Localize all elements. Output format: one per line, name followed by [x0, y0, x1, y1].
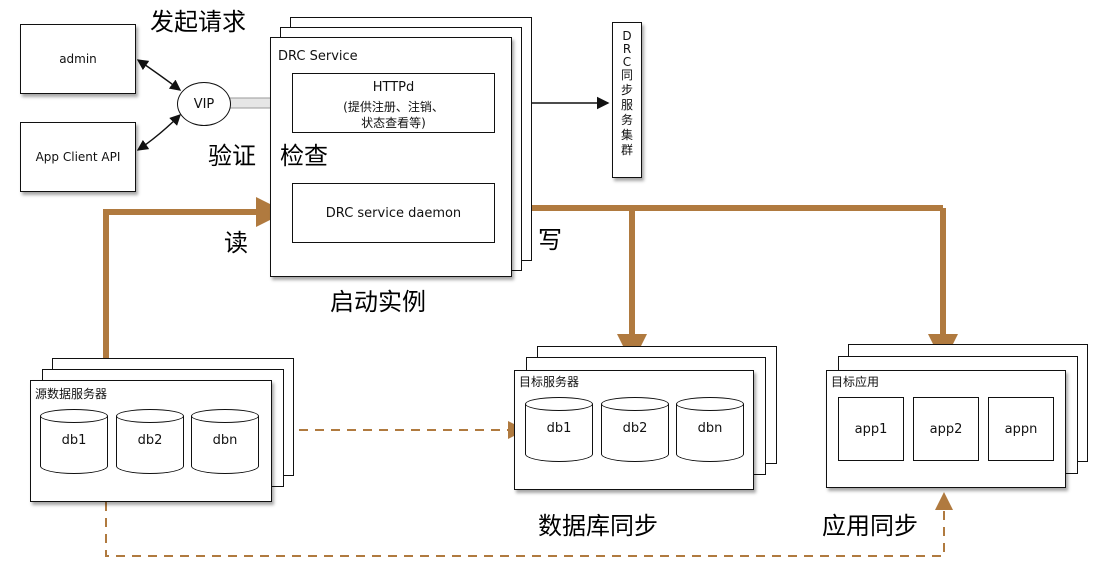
app-client-api-node: App Client API — [20, 122, 136, 192]
admin-label: admin — [59, 52, 97, 66]
httpd-title: HTTPd — [372, 80, 415, 95]
app-1: app1 — [838, 397, 904, 461]
source-db-2: db2 — [116, 409, 184, 475]
target-db-n-label: dbn — [697, 421, 723, 436]
source-server-title: 源数据服务器 — [35, 387, 108, 401]
target-app-title: 目标应用 — [831, 375, 880, 389]
app-n-label: appn — [1004, 421, 1038, 437]
target-db-2-label: db2 — [622, 421, 648, 436]
drc-cluster-char: 服 — [620, 98, 633, 112]
vip-label: VIP — [193, 96, 215, 112]
drc-cluster-char: 集 — [620, 128, 633, 142]
verify-label: 验证 — [208, 142, 256, 170]
app-sync-flow — [105, 492, 953, 557]
api-vip-link — [136, 114, 181, 151]
app-sync-label: 应用同步 — [822, 512, 918, 540]
httpd-node: HTTPd (提供注册、注销、 状态查看等) — [292, 73, 495, 133]
drc-cluster-char: 务 — [620, 113, 633, 127]
target-server-title: 目标服务器 — [519, 375, 580, 389]
drc-cluster-char: C — [622, 55, 632, 69]
db-sync-label: 数据库同步 — [538, 512, 658, 540]
target-db-1-label: db1 — [546, 421, 572, 436]
source-db-2-label: db2 — [137, 433, 163, 448]
daemon-node: DRC service daemon — [292, 183, 495, 243]
app-2-label: app2 — [929, 421, 963, 437]
source-db-n-label: dbn — [212, 433, 238, 448]
start-instance-label: 启动实例 — [330, 288, 426, 316]
daemon-label: DRC service daemon — [325, 205, 462, 221]
target-db-2: db2 — [601, 397, 669, 463]
target-db-1: db1 — [525, 397, 593, 463]
drc-cluster-char: 同 — [620, 68, 633, 82]
read-label: 读 — [224, 229, 248, 257]
admin-node: admin — [20, 24, 136, 94]
app-n: appn — [988, 397, 1054, 461]
drc-cluster-char: D — [622, 29, 632, 43]
app-1-label: app1 — [854, 421, 888, 437]
target-db-n: dbn — [676, 397, 744, 463]
httpd-desc-line2: 状态查看等) — [361, 116, 426, 130]
admin-vip-link — [136, 59, 182, 91]
write-label: 写 — [538, 226, 562, 254]
drc-service-title: DRC Service — [278, 49, 358, 64]
source-db-1-label: db1 — [61, 433, 87, 448]
check-label: 检查 — [280, 142, 328, 170]
read-flow — [103, 197, 286, 362]
httpd-desc-line1: (提供注册、注销、 — [343, 100, 444, 114]
app-client-api-label: App Client API — [35, 150, 121, 164]
source-db-n: dbn — [191, 409, 259, 475]
app-2: app2 — [913, 397, 979, 461]
vip-node: VIP — [177, 82, 231, 126]
initiate-request-label: 发起请求 — [150, 8, 246, 36]
drc-cluster-char: R — [622, 42, 632, 56]
drc-cluster-char: 步 — [620, 83, 633, 97]
source-db-1: db1 — [40, 409, 108, 475]
drc-cluster-char: 群 — [620, 143, 633, 157]
